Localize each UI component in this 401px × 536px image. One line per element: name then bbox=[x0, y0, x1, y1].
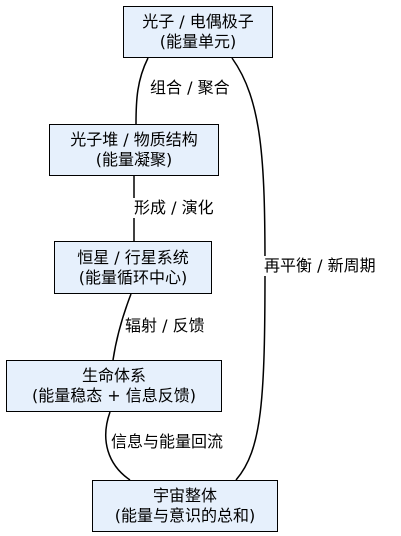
edge-line-life-universe bbox=[105, 411, 131, 481]
edge-label-life-universe: 信息与能量回流 bbox=[110, 432, 225, 452]
edge-label-star-life: 辐射 / 反馈 bbox=[124, 316, 206, 336]
node-universe: 宇宙整体 (能量与意识的总和) bbox=[92, 480, 278, 532]
node-pile: 光子堆 / 物质结构 (能量凝聚) bbox=[49, 124, 219, 176]
node-photon-title: 光子 / 电偶极子 bbox=[142, 12, 254, 31]
node-universe-subtitle: (能量与意识的总和) bbox=[114, 506, 256, 525]
edge-line-photon-pile bbox=[135, 57, 149, 125]
node-star-title: 恒星 / 行星系统 bbox=[77, 247, 189, 267]
node-photon-subtitle: (能量单元) bbox=[159, 32, 237, 51]
node-star-subtitle: (能量循环中心) bbox=[78, 267, 188, 287]
node-universe-title: 宇宙整体 bbox=[152, 486, 217, 505]
edge-label-photon-pile: 组合 / 聚合 bbox=[149, 78, 231, 98]
node-life-title: 生命体系 bbox=[81, 366, 146, 385]
edge-line-universe-photon bbox=[231, 57, 266, 481]
node-life-subtitle: (能量稳态 + 信息反馈) bbox=[31, 386, 197, 405]
edge-label-pile-star: 形成 / 演化 bbox=[133, 198, 215, 218]
node-pile-title: 光子堆 / 物质结构 bbox=[70, 130, 198, 149]
node-star: 恒星 / 行星系统 (能量循环中心) bbox=[54, 241, 212, 294]
edge-line-star-life bbox=[112, 293, 132, 361]
edge-label-universe-photon: 再平衡 / 新周期 bbox=[263, 256, 377, 276]
node-pile-subtitle: (能量凝聚) bbox=[95, 150, 173, 169]
node-life: 生命体系 (能量稳态 + 信息反馈) bbox=[6, 360, 222, 412]
node-photon: 光子 / 电偶极子 (能量单元) bbox=[123, 6, 273, 58]
